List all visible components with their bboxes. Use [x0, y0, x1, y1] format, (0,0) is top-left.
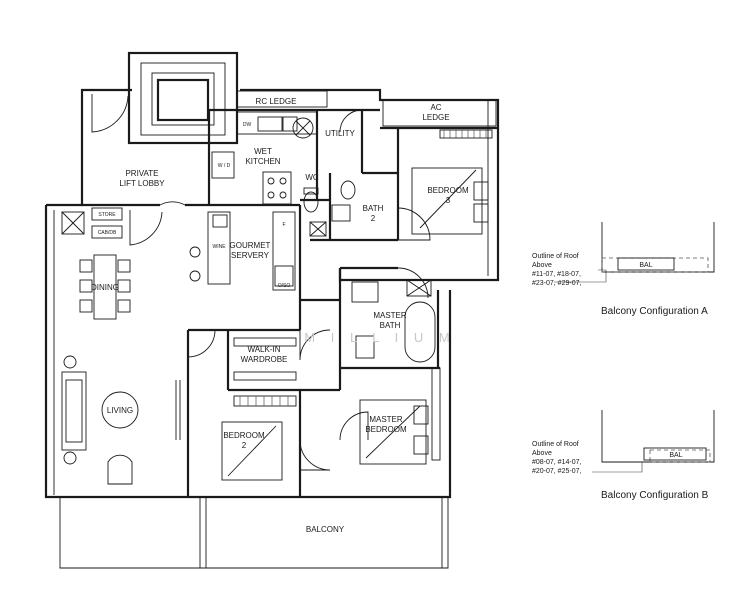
- label-bedroom3-2: 3: [446, 196, 451, 205]
- label-gourmet-servery-2: SERVERY: [231, 251, 270, 260]
- label-ac-ledge-1: AC: [430, 103, 441, 112]
- config-a-caption: Balcony Configuration A: [601, 306, 708, 317]
- config-a-units-1: #11-07, #18-07,: [532, 271, 581, 278]
- bath-fixtures: [303, 180, 436, 363]
- label-master-bedroom-1: MASTER: [369, 415, 403, 424]
- interior-walls: [82, 108, 498, 497]
- label-bedroom2-1: BEDROOM: [223, 431, 265, 440]
- doors: [91, 94, 431, 471]
- bedroom3-furniture: [411, 129, 493, 235]
- lift-core: [127, 51, 239, 145]
- label-master-bath-1: MASTER: [373, 311, 407, 320]
- label-wet-kitchen-1: WET: [254, 147, 272, 156]
- label-wc: WC: [305, 173, 319, 182]
- bedroom2-furniture: [221, 337, 297, 481]
- master-bedroom-furniture: [359, 367, 441, 465]
- label-balcony: BALCONY: [306, 525, 345, 534]
- label-o-sd: O/SO: [278, 283, 291, 289]
- config-a-outline-2: Above: [532, 262, 552, 269]
- label-master-bedroom-2: BEDROOM: [365, 425, 407, 434]
- config-a-bal: BAL: [639, 262, 652, 269]
- rc-ledge-outline: [236, 90, 328, 108]
- label-utility: UTILITY: [325, 129, 355, 138]
- config-b-outline-2: Above: [532, 450, 552, 457]
- label-living: LIVING: [107, 406, 133, 415]
- balcony-outline: [59, 497, 449, 569]
- label-wd: W / D: [218, 163, 231, 169]
- watermark-text: M I L L I U M: [304, 330, 455, 345]
- label-cab-db: CAB/DB: [98, 230, 117, 236]
- config-b-outline-1: Outline of Roof: [532, 441, 579, 448]
- living-dining-furniture: [61, 207, 139, 485]
- label-walk-in-wardrobe-1: WALK-IN: [247, 345, 280, 354]
- exterior-walls: [44, 88, 500, 499]
- label-f: F: [282, 222, 285, 228]
- label-walk-in-wardrobe-2: WARDROBE: [241, 355, 288, 364]
- config-a-units-2: #23-07, #29-07,: [532, 280, 581, 287]
- label-wine: WINE: [212, 244, 226, 250]
- label-bedroom2-2: 2: [242, 441, 247, 450]
- room-labels: RC LEDGE AC LEDGE UTILITY DW WET KITCHEN…: [91, 97, 469, 534]
- label-bedroom3-1: BEDROOM: [427, 186, 469, 195]
- label-private-lift-lobby-2: LIFT LOBBY: [119, 179, 165, 188]
- config-b-units-1: #08-07, #14-07,: [532, 459, 581, 466]
- label-store: STORE: [98, 212, 116, 218]
- label-master-bath-2: BATH: [380, 321, 401, 330]
- config-b-bal: BAL: [669, 452, 682, 459]
- balcony-config-b: BAL Outline of Roof Above #08-07, #14-07…: [532, 410, 715, 501]
- label-dw: DW: [243, 122, 252, 128]
- ac-ledge-outline: [382, 99, 497, 127]
- balcony-config-a: BAL Outline of Roof Above #11-07, #18-07…: [532, 222, 715, 317]
- config-a-outline-1: Outline of Roof: [532, 253, 579, 260]
- label-bath2-2: 2: [371, 214, 376, 223]
- label-wet-kitchen-2: KITCHEN: [245, 157, 280, 166]
- label-bath2-1: BATH: [363, 204, 384, 213]
- label-private-lift-lobby-1: PRIVATE: [125, 169, 158, 178]
- label-ac-ledge-2: LEDGE: [422, 113, 449, 122]
- config-b-caption: Balcony Configuration B: [601, 490, 709, 501]
- kitchen-fixtures: [189, 111, 318, 291]
- label-gourmet-servery-1: GOURMET: [230, 241, 271, 250]
- config-b-units-2: #20-07, #25-07,: [532, 468, 581, 475]
- label-rc-ledge: RC LEDGE: [256, 97, 297, 106]
- label-dining: DINING: [91, 283, 119, 292]
